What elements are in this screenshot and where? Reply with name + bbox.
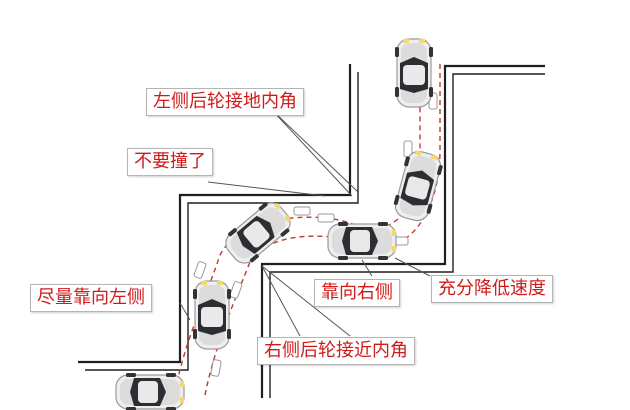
label-reduce-speed: 充分降低速度 [431,275,553,303]
car-middle-left [219,195,297,271]
label-right-rear-wheel-near-inner-corner: 右侧后轮接近内角 [257,337,415,365]
car-upper-right [390,147,446,225]
left-outer-wall [78,64,352,364]
car-top [394,38,434,108]
right-inner-wall [260,64,545,398]
tyre-marks [193,92,438,377]
label-keep-left: 尽量靠向左侧 [30,284,152,312]
label-do-not-hit: 不要撞了 [127,148,213,176]
left-outer-wall-inner [85,72,359,371]
leader-right-rear-wheel-2 [261,265,351,337]
leader-keep-right [361,259,373,277]
label-keep-right: 靠向右侧 [314,279,400,307]
leader-right-rear-wheel [261,265,301,337]
leader-left-rear-wheel-2 [271,109,353,197]
car-lower-left [192,280,232,350]
wall-lines [78,64,545,398]
leader-keep-left [179,302,191,321]
car-bottom [115,372,185,410]
leader-lines [179,109,431,337]
car-middle-right [327,221,397,261]
leader-left-rear-wheel [271,109,359,193]
leader-do-not-hit [207,181,326,197]
label-left-rear-wheel-inner-corner: 左侧后轮接地内角 [146,88,304,116]
leader-reduce-speed [394,257,431,277]
right-inner-wall-outer [269,73,545,398]
